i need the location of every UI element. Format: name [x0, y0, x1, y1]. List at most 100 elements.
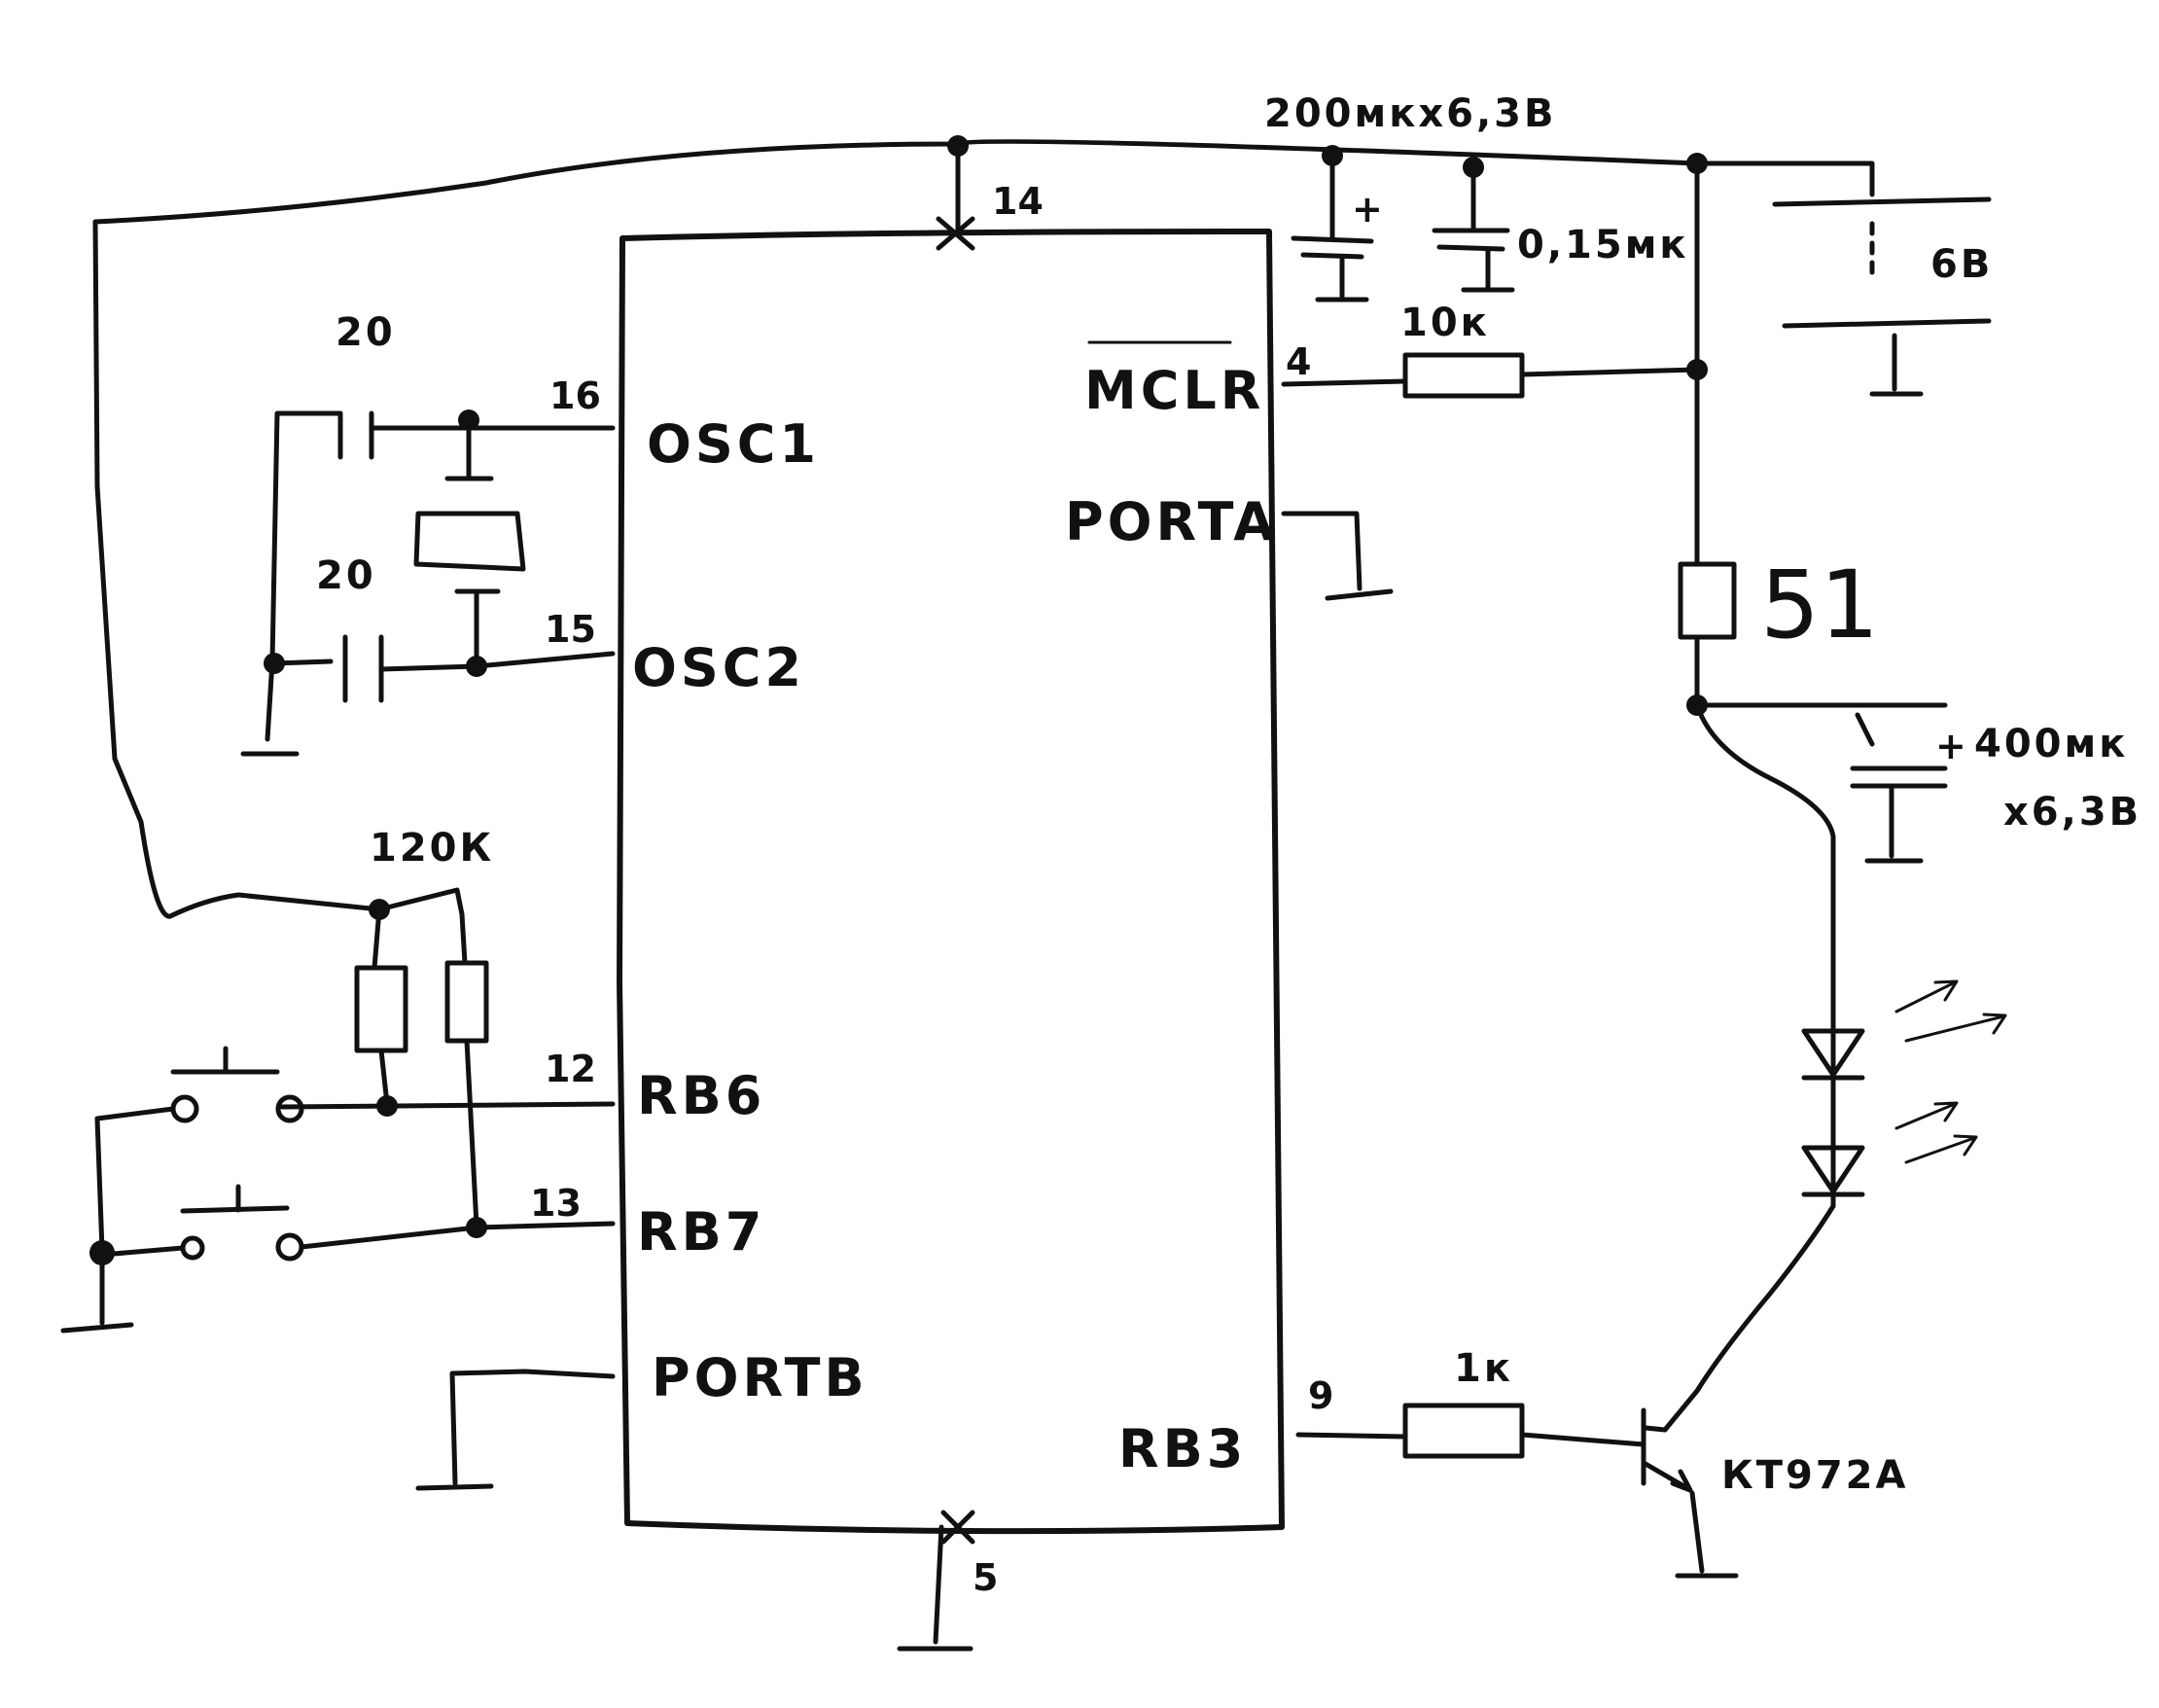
ground-symbol	[1869, 333, 1924, 397]
led-2	[1801, 1101, 1978, 1197]
ground-symbol	[60, 1250, 134, 1334]
crystal	[413, 511, 526, 572]
led-cap-value: 400мк	[1974, 722, 2128, 766]
portb-ground-stub	[415, 1369, 616, 1491]
button-contact	[275, 1232, 304, 1262]
button-rb7: 13	[60, 1182, 616, 1334]
label-osc2: OSC2	[632, 637, 805, 698]
osc2-cap	[342, 634, 384, 703]
ground-symbol	[1461, 248, 1515, 293]
pullup-lead	[378, 1048, 390, 1107]
junction-dot	[947, 135, 969, 157]
decoupling-cap-value: 0,15мк	[1517, 223, 1689, 267]
osc-ground-wire	[240, 410, 343, 757]
base-resistor: 9 1к	[1295, 1346, 1646, 1459]
mclr-resistor-value: 10к	[1400, 301, 1490, 345]
pin-number-vss: 5	[973, 1556, 998, 1599]
crystal-lead-top	[444, 417, 494, 481]
oscillator: 20 20 16 15	[240, 310, 616, 757]
osc1-cap	[337, 410, 374, 460]
mclr-pullup-wire	[1519, 367, 1700, 377]
base-wire	[1519, 1432, 1646, 1447]
light-arrow-2	[1904, 1134, 1978, 1164]
cap-plates	[1850, 712, 1948, 789]
transistor-leads	[1643, 1425, 1690, 1491]
led-cap-voltage: х6,3В	[2003, 790, 2141, 835]
led-capacitor: + 400мк х6,3В	[1694, 702, 2141, 864]
microcontroller-chip	[617, 229, 1285, 1535]
cap-plates	[1432, 228, 1510, 252]
label-mclr: MCLR	[1084, 360, 1264, 421]
plus-sign: +	[1935, 725, 1966, 767]
transistor-kt972a: КТ972А	[1641, 1407, 1908, 1579]
pin-number-rb6: 12	[545, 1048, 596, 1090]
pin5-cross	[940, 1510, 975, 1545]
resistor-51-value: 51	[1760, 551, 1879, 659]
right-branch: 51	[1678, 153, 1879, 1209]
pullup-lead	[459, 911, 468, 966]
crystal-lead-bottom	[454, 588, 501, 669]
mclr-wire	[1281, 378, 1408, 387]
rb6-wire	[279, 1101, 616, 1110]
label-portb: PORTB	[652, 1347, 868, 1408]
pin-number-rb7: 13	[530, 1182, 582, 1225]
cap-plates	[1291, 235, 1374, 260]
wire-to-leds	[1694, 702, 1836, 1209]
pullup-resistors: 120К	[354, 826, 494, 1228]
transistor-label: КТ972А	[1721, 1453, 1908, 1498]
battery-plate-long	[1772, 196, 1992, 207]
osc2-cap-ground	[271, 658, 334, 666]
battery-voltage: 6В	[1930, 242, 1993, 287]
label-rb3: RB3	[1118, 1418, 1247, 1479]
led-triangle	[1801, 1028, 1865, 1078]
mclr-circuit: 4 10к	[1281, 301, 1700, 399]
label-osc1: OSC1	[647, 413, 820, 475]
button-ground-wire	[94, 1106, 176, 1253]
plus-sign: +	[1352, 188, 1383, 231]
chip-outline	[617, 229, 1285, 1535]
light-arrow-2	[1904, 1013, 2007, 1043]
bulk-capacitor: + 200мкх6,3В	[1264, 91, 1557, 302]
osc2-wire	[378, 651, 616, 672]
button-actuator	[170, 1046, 280, 1075]
ground-symbol	[1675, 1490, 1739, 1579]
pin-number-rb3: 9	[1308, 1374, 1333, 1417]
label-porta: PORTA	[1065, 491, 1278, 552]
vdd-rail: 14	[92, 135, 1875, 919]
button-rb6: 12	[94, 1046, 616, 1253]
button-contact	[275, 1094, 304, 1123]
resistor-51	[1678, 561, 1737, 640]
ground-symbol	[1315, 255, 1369, 302]
label-rb6: RB6	[637, 1065, 765, 1126]
pullup-value: 120К	[370, 826, 494, 871]
junction-dot	[376, 1095, 398, 1117]
base-resistor-value: 1к	[1454, 1346, 1513, 1391]
light-arrow-1	[1894, 1101, 1959, 1130]
rb7-wire	[299, 1221, 616, 1250]
bulk-cap-value: 200мкх6,3В	[1264, 91, 1557, 136]
osc1-cap-value: 20	[336, 310, 396, 355]
vdd-wire	[92, 139, 1700, 919]
light-arrow-1	[1894, 979, 1959, 1014]
pullup-top-wire	[376, 887, 465, 917]
vdd-wire-battery	[1694, 160, 1875, 197]
button-ground-wire	[99, 1245, 186, 1258]
pin-number-mclr: 4	[1286, 340, 1311, 383]
decoupling-capacitor: 0,15мк	[1432, 157, 1689, 293]
pin-number-osc1: 16	[549, 374, 601, 417]
led-triangle	[1801, 1145, 1865, 1194]
pullup-lead	[464, 1038, 479, 1228]
battery-plate-long-2	[1782, 318, 1992, 329]
label-rb7: RB7	[637, 1201, 765, 1263]
resistor-10k	[1402, 352, 1525, 399]
ground-symbol	[1864, 785, 1924, 864]
pin14-cross	[936, 216, 975, 251]
button-contact	[180, 1235, 205, 1261]
porta-ground-stub	[1281, 511, 1394, 601]
rb3-wire	[1295, 1432, 1408, 1440]
pin-number-osc2: 15	[545, 608, 596, 651]
button-contact	[170, 1094, 199, 1123]
resistor-1k	[1402, 1403, 1525, 1459]
osc2-cap-value: 20	[316, 553, 376, 598]
